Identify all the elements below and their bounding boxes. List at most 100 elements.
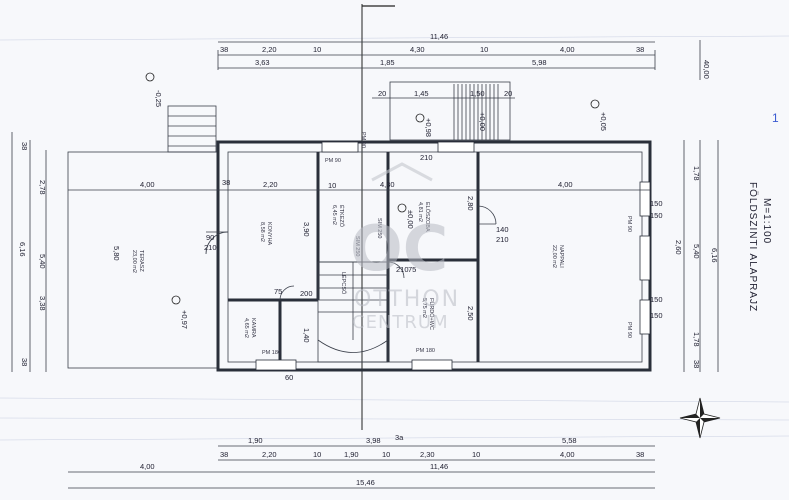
svg-text:3a: 3a bbox=[395, 433, 404, 442]
room-stair: LÉPCSŐ bbox=[340, 272, 347, 295]
dim-bottom-190b: 1,90 bbox=[344, 450, 359, 459]
dim-vestibule-280: 2,80 bbox=[466, 196, 475, 211]
svg-text:LÉPCSŐ: LÉPCSŐ bbox=[340, 272, 347, 295]
dim-door-210d: 210 bbox=[420, 153, 433, 162]
dim-bottom-10b: 10 bbox=[382, 450, 390, 459]
dim-win-150d: 150 bbox=[650, 311, 663, 320]
level-markers: -0,25 +0,98 +0,05 +0,97 ±0,00 +0,00 bbox=[145, 72, 608, 329]
dim-left-278: 2,78 bbox=[38, 180, 47, 195]
level-plus-098: +0,98 bbox=[424, 118, 433, 137]
dim-door-140: 140 bbox=[496, 225, 509, 234]
room-pantry: KAMRA 4,65 m2 bbox=[243, 318, 256, 338]
drawing-title: FÖLDSZINTI ALAPRAJZ M=1:100 bbox=[747, 182, 772, 312]
dim-bottom-10c: 10 bbox=[472, 450, 480, 459]
dim-bottom-400b: 4,00 bbox=[140, 462, 155, 471]
svg-text:ELŐSZOBA: ELŐSZOBA bbox=[424, 202, 431, 232]
dim-right-616: 6,16 bbox=[710, 248, 719, 263]
level-stair: +0,00 bbox=[478, 112, 487, 131]
dim-win-60: 60 bbox=[285, 373, 293, 382]
dim-hall-430: 4,30 bbox=[380, 180, 395, 189]
windows bbox=[255, 141, 651, 371]
dim-left-616: 6,16 bbox=[18, 242, 27, 257]
dim-bottom-230: 2,30 bbox=[420, 450, 435, 459]
watermark-initials: OC bbox=[350, 212, 448, 285]
dim-top-38a: 38 bbox=[220, 45, 228, 54]
svg-text:KONYHA: KONYHA bbox=[266, 222, 272, 246]
dim-bottom-398: 3,98 bbox=[366, 436, 381, 445]
dim-right-38: 38 bbox=[692, 360, 701, 368]
dim-stair-145: 1,45 bbox=[414, 89, 429, 98]
svg-text:TERASZ: TERASZ bbox=[138, 250, 144, 272]
level-plus-097: +0,97 bbox=[180, 310, 189, 329]
room-labels: KONYHA 8,58 m2 ÉTKEZŐ 6,45 m2 NAPPALI 22… bbox=[131, 202, 564, 338]
dim-win-150a: 150 bbox=[650, 199, 663, 208]
dim-right-top: 40,00 bbox=[702, 60, 711, 79]
dim-top-185: 1,85 bbox=[380, 58, 395, 67]
interior-walls bbox=[228, 152, 480, 362]
svg-text:FÖLDSZINTI ALAPRAJZ: FÖLDSZINTI ALAPRAJZ bbox=[747, 182, 759, 312]
terrace-steps bbox=[167, 105, 217, 153]
dim-top-38b: 38 bbox=[636, 45, 644, 54]
dim-bottom-10a: 10 bbox=[313, 450, 321, 459]
room-bathroom: FÜRDŐ+WC 5,75 m2 bbox=[421, 298, 435, 330]
label-pm90-b: PM 90 bbox=[626, 216, 632, 232]
dim-top-220: 2,20 bbox=[262, 45, 277, 54]
margin-mark: 1 bbox=[772, 111, 779, 125]
dim-left-38a: 38 bbox=[20, 142, 29, 150]
dim-bottom-558: 5,58 bbox=[562, 436, 577, 445]
watermark-line1: OTTHON bbox=[354, 287, 460, 312]
dim-right-540: 5,40 bbox=[692, 244, 701, 259]
dim-stair-150: 1,50 bbox=[470, 89, 485, 98]
label-pm180-b: PM 180 bbox=[416, 348, 435, 354]
room-kitchen: KONYHA 8,58 m2 bbox=[259, 222, 272, 246]
dim-top-598: 5,98 bbox=[532, 58, 547, 67]
svg-text:8,58 m2: 8,58 m2 bbox=[259, 222, 265, 242]
dim-wall-10a: 10 bbox=[328, 181, 336, 190]
level-minus-025: -0,25 bbox=[154, 90, 163, 107]
dim-terrace-400: 4,00 bbox=[140, 180, 155, 189]
room-vestibule: ELŐSZOBA 4,81 m2 bbox=[417, 202, 431, 232]
bottom-dimensions: 1,90 3,98 5,58 38 2,20 10 1,90 10 2,30 1… bbox=[68, 436, 655, 489]
dim-door-75: 75 bbox=[274, 287, 282, 296]
label-sim250-b: SIM 250 bbox=[376, 218, 382, 238]
svg-text:4,81 m2: 4,81 m2 bbox=[417, 202, 423, 222]
lintel-labels: PM 90 PM 90 PM 90 PM 180 PM 180 SIM 250 … bbox=[262, 132, 632, 356]
compass-icon bbox=[679, 397, 721, 439]
dim-top-overall: 11,46 bbox=[430, 32, 448, 41]
svg-text:ÉTKEZŐ: ÉTKEZŐ bbox=[338, 205, 345, 228]
stair-entrance: 20 1,45 1,50 20 bbox=[372, 81, 515, 141]
room-dining: ÉTKEZŐ 6,45 m2 bbox=[331, 205, 345, 228]
dim-bottom-1546: 15,46 bbox=[356, 478, 375, 487]
svg-text:FÜRDŐ+WC: FÜRDŐ+WC bbox=[428, 298, 435, 330]
doors bbox=[205, 205, 497, 301]
paper-texture bbox=[0, 35, 789, 441]
dim-bottom-400: 4,00 bbox=[560, 450, 575, 459]
label-pm90-d: PM 90 bbox=[360, 132, 366, 148]
label-pm90-c: PM 90 bbox=[626, 322, 632, 338]
dim-door-75b: 75 bbox=[408, 265, 416, 274]
section-line: 3a bbox=[361, 4, 404, 442]
dim-door-210b: 210 bbox=[496, 235, 509, 244]
dim-left-338: 3,38 bbox=[38, 296, 47, 311]
dim-door-90: 90 bbox=[206, 233, 214, 242]
svg-text:23,00 m2: 23,00 m2 bbox=[131, 250, 137, 273]
dim-bottom-190a: 1,90 bbox=[248, 436, 263, 445]
dim-win-150c: 150 bbox=[650, 295, 663, 304]
dim-left-540: 5,40 bbox=[38, 254, 47, 269]
level-plus-005: +0,05 bbox=[599, 112, 608, 131]
dim-kitchen-220: 2,20 bbox=[263, 180, 278, 189]
dim-right-178a: 1,78 bbox=[692, 166, 701, 181]
level-zero: ±0,00 bbox=[406, 210, 415, 229]
svg-text:22,00 m2: 22,00 m2 bbox=[551, 245, 557, 268]
dim-stair-20a: 20 bbox=[378, 89, 386, 98]
dim-living-400: 4,00 bbox=[558, 180, 573, 189]
dim-top-430: 4,30 bbox=[410, 45, 425, 54]
right-dimensions: 1,78 6,16 5,40 2,60 1,78 38 bbox=[674, 140, 719, 372]
label-sim250-a: SIM 250 bbox=[354, 236, 360, 256]
dim-door-210c: 210 bbox=[396, 265, 409, 274]
dim-right-260: 2,60 bbox=[674, 240, 683, 255]
dim-stair-20b: 20 bbox=[504, 89, 512, 98]
dim-bottom-38a: 38 bbox=[220, 450, 228, 459]
dim-top-10a: 10 bbox=[313, 45, 321, 54]
